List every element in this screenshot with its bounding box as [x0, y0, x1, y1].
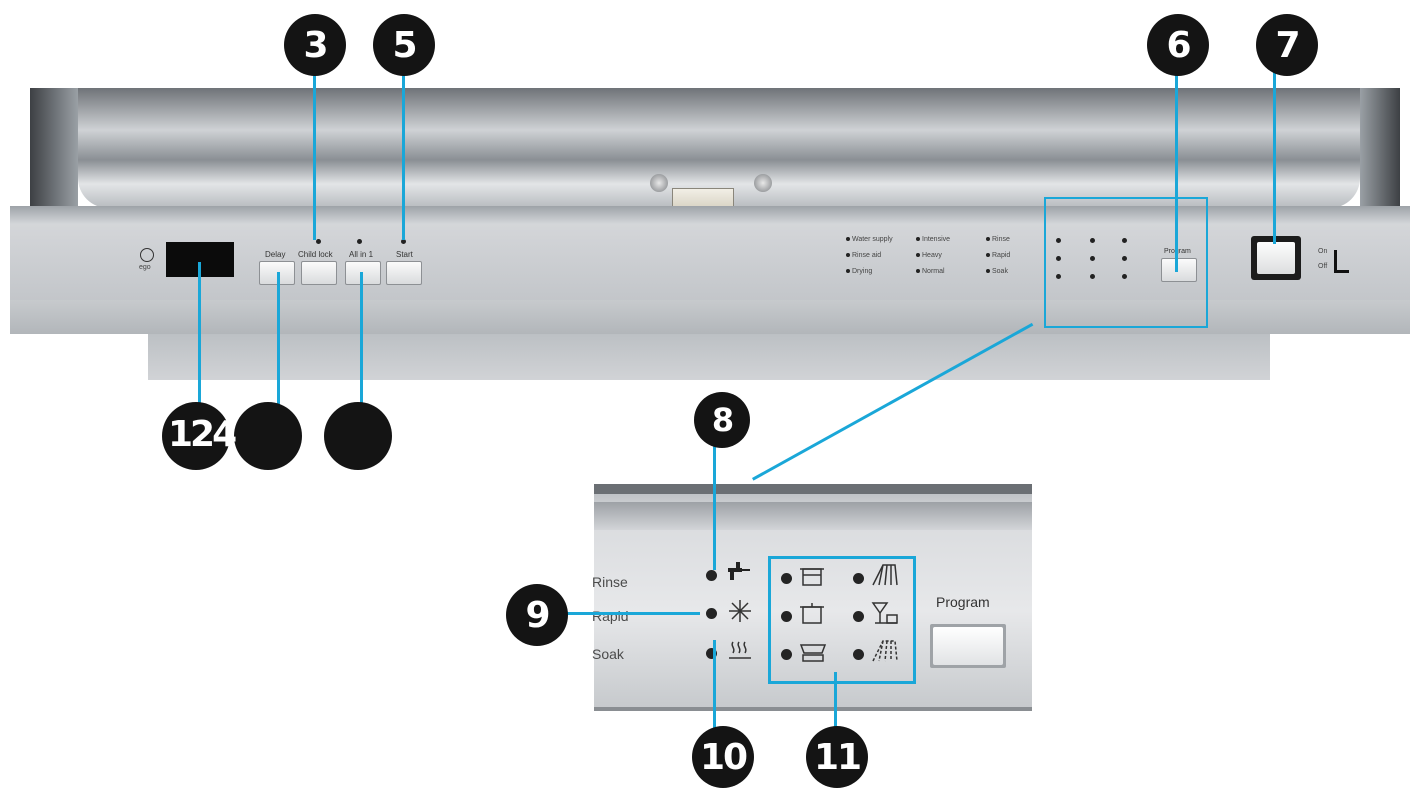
callout-8: 8 — [694, 392, 750, 448]
clock-icon — [140, 248, 154, 262]
callout-11: 11 — [806, 726, 868, 788]
drying-icon — [729, 641, 751, 659]
tub-frame — [30, 88, 78, 228]
callout-5: 5 — [373, 14, 435, 76]
power-symbol-icon — [1334, 250, 1349, 273]
power-on-label: On — [1318, 248, 1328, 255]
timer-label: ego — [139, 264, 151, 271]
zoom-inset: Rinse Rapid Soak Program — [592, 484, 1032, 711]
callout-group-bottom: 124 — [162, 402, 392, 470]
heavy-pot-icon — [800, 603, 824, 624]
power-button[interactable] — [1251, 236, 1301, 280]
callout-9: 9 — [506, 584, 568, 646]
leader-4 — [277, 272, 280, 422]
rapid-glass-icon — [871, 602, 898, 624]
leader-3 — [313, 72, 316, 240]
panel-lower-strip — [10, 300, 1410, 334]
panel-base — [148, 334, 1270, 380]
rinse-aid-icon — [729, 600, 751, 622]
child-lock-button-label: Child lock — [298, 250, 333, 259]
delay-button-label: Delay — [265, 250, 286, 259]
soak-indicator — [706, 648, 717, 659]
child-lock-button[interactable] — [301, 261, 337, 285]
callout-124: 124 — [168, 414, 237, 455]
child-lock-indicator — [316, 239, 321, 244]
intensive-pot-icon — [800, 568, 824, 586]
rapid-indicator — [706, 608, 717, 619]
program-button-label: Program — [936, 594, 990, 610]
leader-7 — [1273, 72, 1276, 244]
all-in-one-button-label: All in 1 — [349, 250, 374, 259]
callout-7: 7 — [1256, 14, 1318, 76]
latch-screw-left — [650, 174, 668, 192]
rinse-spray-icon — [872, 564, 898, 586]
callout-10: 10 — [692, 726, 754, 788]
inset-top-rail — [594, 502, 1032, 530]
leader-11 — [834, 672, 837, 744]
all-in-one-button[interactable] — [345, 261, 381, 285]
rapid-label: Rapid — [592, 608, 629, 624]
leader-6 — [1175, 72, 1178, 272]
panel-bevel — [10, 206, 1410, 226]
leader-4b — [360, 272, 363, 422]
program-button[interactable] — [1161, 258, 1197, 282]
all-in-one-indicator — [357, 239, 362, 244]
callout-6: 6 — [1147, 14, 1209, 76]
soak-spray-icon — [872, 640, 898, 662]
normal-dish-icon — [799, 644, 827, 662]
callout-3: 3 — [284, 14, 346, 76]
program-button-zoomed[interactable] — [930, 624, 1006, 668]
rinse-indicator — [706, 570, 717, 581]
indicator-grid-small — [1056, 234, 1156, 290]
power-off-label: Off — [1318, 263, 1328, 270]
program-legend: Water supply Intensive Rinse Rinse aid H… — [846, 236, 1046, 288]
leader-9 — [560, 612, 700, 615]
tub-frame-right — [1360, 88, 1400, 228]
program-area-highlight — [1044, 197, 1208, 328]
leader-10 — [713, 640, 716, 738]
soak-label: Soak — [592, 646, 624, 662]
rinse-label: Rinse — [592, 574, 628, 590]
leader-8 — [713, 440, 716, 570]
latch-screw-right — [754, 174, 772, 192]
leader-1 — [198, 262, 201, 422]
program-indicator-group — [768, 556, 916, 684]
start-indicator — [401, 239, 406, 244]
start-button-label: Start — [396, 250, 413, 259]
leader-5 — [402, 72, 405, 240]
start-button[interactable] — [386, 261, 422, 285]
water-supply-icon — [728, 562, 750, 580]
dishwasher-control-panel: ego Delay Child lock All in 1 Start Wate… — [0, 88, 1420, 388]
